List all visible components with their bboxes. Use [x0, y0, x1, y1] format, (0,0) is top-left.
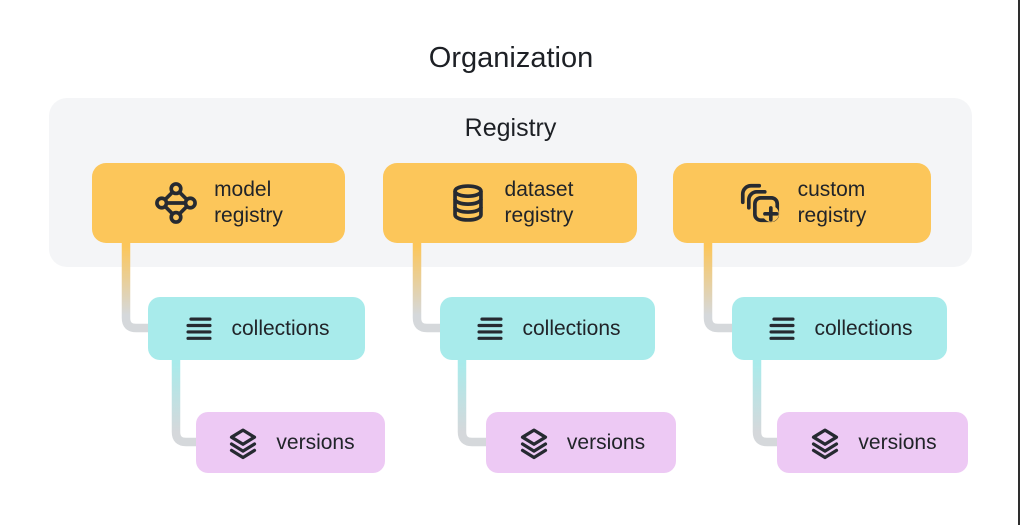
registry-box-label-line1: model: [214, 178, 272, 201]
versions-box-label: versions: [276, 430, 355, 454]
model-registry-icon: [154, 181, 198, 225]
registry-box-label-line1: custom: [797, 178, 866, 201]
registry-box-label: custom registry: [798, 177, 867, 229]
registry-box-label-line2: registry: [504, 204, 574, 227]
versions-box-label: versions: [566, 430, 646, 454]
dataset-registry-icon: [447, 182, 489, 224]
collections-box-3: collections: [732, 297, 947, 360]
dataset-registry-box: dataset registry: [383, 163, 637, 243]
collections-box-label: collections: [231, 316, 330, 340]
registry-box-label-line2: registry: [797, 204, 867, 227]
model-registry-box: model registry: [92, 163, 345, 243]
versions-box-3: versions: [777, 412, 968, 473]
collections-list-icon: [474, 313, 506, 345]
connector-collections-to-versions-2: [457, 360, 488, 447]
collections-box-label: collections: [814, 316, 913, 340]
custom-registry-icon: [738, 181, 782, 225]
versions-layers-icon: [226, 426, 260, 460]
organization-title: Organization: [428, 42, 594, 74]
collections-box-2: collections: [440, 297, 655, 360]
registry-box-label: model registry: [214, 177, 283, 229]
registry-box-label-line2: registry: [214, 204, 283, 227]
versions-box-1: versions: [196, 412, 385, 473]
versions-layers-icon: [517, 426, 551, 460]
versions-box-label: versions: [858, 430, 937, 454]
registry-box-label: dataset registry: [505, 177, 574, 229]
collections-box-label: collections: [522, 316, 621, 340]
connector-collections-to-versions-3: [752, 360, 779, 447]
versions-layers-icon: [808, 426, 842, 460]
window-edge-line: [1018, 0, 1020, 525]
registry-label: Registry: [464, 114, 557, 142]
connector-model-to-collections: [121, 243, 150, 333]
connector-custom-to-collections: [703, 243, 734, 333]
collections-box-1: collections: [148, 297, 365, 360]
collections-list-icon: [183, 313, 215, 345]
custom-registry-box: custom registry: [673, 163, 931, 243]
connector-dataset-to-collections: [412, 243, 442, 333]
versions-box-2: versions: [486, 412, 676, 473]
connector-collections-to-versions-1: [171, 360, 198, 447]
collections-list-icon: [766, 313, 798, 345]
registry-box-label-line1: dataset: [504, 178, 574, 201]
